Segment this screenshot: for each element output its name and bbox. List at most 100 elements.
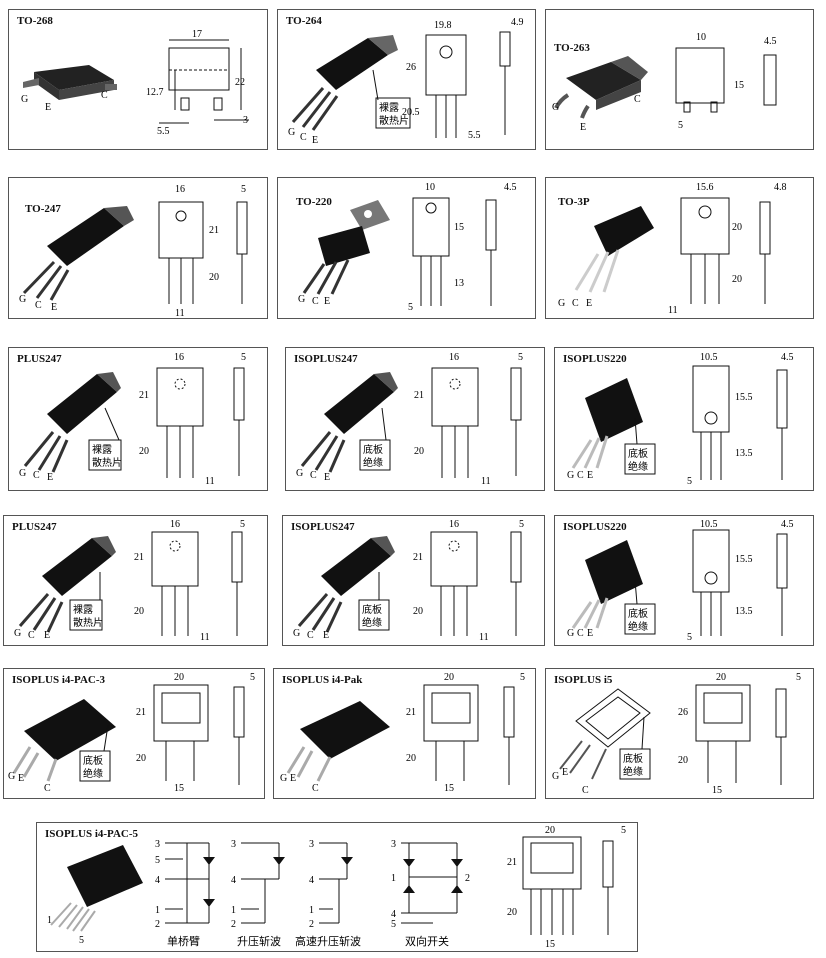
note-label: 裸露 <box>92 443 112 456</box>
dimension-label: 20 <box>507 907 517 918</box>
pin-label: C <box>28 630 35 641</box>
package-panel-to268: TO-268 G E C 17 12.7 22 5.5 3 <box>8 9 268 150</box>
dimension-label: 5.5 <box>468 130 481 141</box>
pin-label: C <box>44 783 51 794</box>
terminal-label: 3 <box>391 839 396 850</box>
dimension-label: 21 <box>414 390 424 401</box>
terminal-label: 4 <box>155 875 160 886</box>
dimension-label: 5 <box>687 476 692 487</box>
package-drawing: G C E 16 5 21 20 11 <box>19 184 248 318</box>
dimension-label: 12.7 <box>146 87 164 98</box>
pin-label: E <box>51 302 57 313</box>
package-title: TO-263 <box>554 42 590 54</box>
package-title: TO-247 <box>25 203 61 215</box>
dimension-label: 20 <box>732 274 742 285</box>
dimension-label: 21 <box>413 552 423 563</box>
package-title: ISOPLUS247 <box>291 521 355 533</box>
package-drawing: G C E 10 4.5 15 13 5 <box>298 182 517 313</box>
pin-label: G <box>296 468 303 479</box>
terminal-label: 2 <box>465 873 470 884</box>
pin-label: G <box>288 127 295 138</box>
dimension-label: 21 <box>406 707 416 718</box>
dimension-label: 20 <box>209 272 219 283</box>
pin-label: E <box>290 773 296 784</box>
dimension-label: 20.5 <box>402 107 420 118</box>
package-panel-i4pak: ISOPLUS i4-Pak G E C 20 5 21 20 15 <box>273 668 536 799</box>
dimension-label: 10 <box>425 182 435 193</box>
note-label: 底板 <box>628 447 648 460</box>
note-label: 底板 <box>628 607 648 620</box>
pin-label: G <box>293 628 300 639</box>
dimension-label: 3 <box>243 115 248 126</box>
package-title: TO-264 <box>286 15 322 27</box>
package-drawing: G C E 裸露 散热片 16 5 21 20 11 <box>19 352 246 487</box>
dimension-label: 16 <box>170 519 180 530</box>
terminal-label: 5 <box>391 919 396 930</box>
dimension-label: 16 <box>449 352 459 363</box>
dimension-label: 20 <box>174 672 184 683</box>
dimension-label: 5 <box>408 302 413 313</box>
note-label: 散热片 <box>379 114 409 127</box>
dimension-label: 5 <box>240 519 245 530</box>
package-drawing: G C E 裸露 散热片 19.8 4.9 26 20.5 5.5 <box>288 17 524 146</box>
pin-label: 1 <box>47 915 52 926</box>
pin-label: E <box>586 298 592 309</box>
package-title: PLUS247 <box>17 353 62 365</box>
package-panel-isoplus220-2: ISOPLUS220 G C E 底板 绝缘 10.5 4.5 15.5 13.… <box>554 515 814 646</box>
dimension-label: 4.5 <box>764 36 777 47</box>
package-title: TO-220 <box>296 196 332 208</box>
dimension-label: 15 <box>734 80 744 91</box>
dimension-label: 5 <box>519 519 524 530</box>
pin-label: C <box>572 298 579 309</box>
terminal-label: 3 <box>231 839 236 850</box>
note-label: 底板 <box>623 752 643 765</box>
package-title: ISOPLUS i5 <box>554 674 613 686</box>
package-panel-to220: TO-220 G C E 10 4.5 15 13 5 <box>277 177 536 319</box>
dimension-label: 15 <box>545 939 555 950</box>
dimension-label: 15 <box>712 785 722 796</box>
dimension-label: 26 <box>406 62 416 73</box>
package-drawing: G E C 底板 绝缘 20 5 26 20 15 <box>552 672 801 796</box>
package-title: ISOPLUS247 <box>294 353 358 365</box>
pin-label: C <box>577 470 584 481</box>
dimension-label: 5 <box>250 672 255 683</box>
note-label: 裸露 <box>379 101 399 114</box>
pin-label: E <box>312 135 318 146</box>
dimension-label: 11 <box>481 476 491 487</box>
dimension-label: 20 <box>678 755 688 766</box>
package-drawing: 1 5 3 5 4 1 2 单桥臂 <box>47 825 626 950</box>
note-label: 散热片 <box>73 616 103 629</box>
package-panel-to247: TO-247 G C E 16 5 21 20 11 <box>8 177 268 319</box>
dimension-label: 21 <box>507 857 517 868</box>
package-title: ISOPLUS i4-Pak <box>282 674 363 686</box>
package-drawing: G E C 17 12.7 22 5.5 3 <box>21 29 249 137</box>
dimension-label: 4.5 <box>504 182 517 193</box>
pin-label: C <box>312 783 319 794</box>
package-panel-to263: TO-263 G E C 10 4.5 15 5 <box>545 9 814 150</box>
dimension-label: 21 <box>134 552 144 563</box>
circuit-label: 单桥臂 <box>167 935 200 948</box>
dimension-label: 17 <box>192 29 202 40</box>
terminal-label: 1 <box>391 873 396 884</box>
pin-label: G <box>567 470 574 481</box>
dimension-label: 11 <box>205 476 215 487</box>
pin-label: G <box>21 94 28 105</box>
pin-label: E <box>587 628 593 639</box>
terminal-label: 2 <box>155 919 160 930</box>
note-label: 绝缘 <box>628 460 648 473</box>
package-title: TO-3P <box>558 196 590 208</box>
terminal-label: 2 <box>309 919 314 930</box>
pin-label: G <box>14 628 21 639</box>
dimension-label: 20 <box>716 672 726 683</box>
note-label: 散热片 <box>92 456 122 469</box>
dimension-label: 22 <box>235 77 245 88</box>
pin-label: C <box>634 94 641 105</box>
dimension-label: 21 <box>136 707 146 718</box>
note-label: 绝缘 <box>363 456 383 469</box>
terminal-label: 4 <box>309 875 314 886</box>
dimension-label: 20 <box>413 606 423 617</box>
pin-label: E <box>562 767 568 778</box>
circuit-fast-boost-chopper: 3 4 1 2 高速升压斩波 <box>295 839 361 948</box>
pin-label: E <box>324 472 330 483</box>
dimension-label: 20 <box>414 446 424 457</box>
